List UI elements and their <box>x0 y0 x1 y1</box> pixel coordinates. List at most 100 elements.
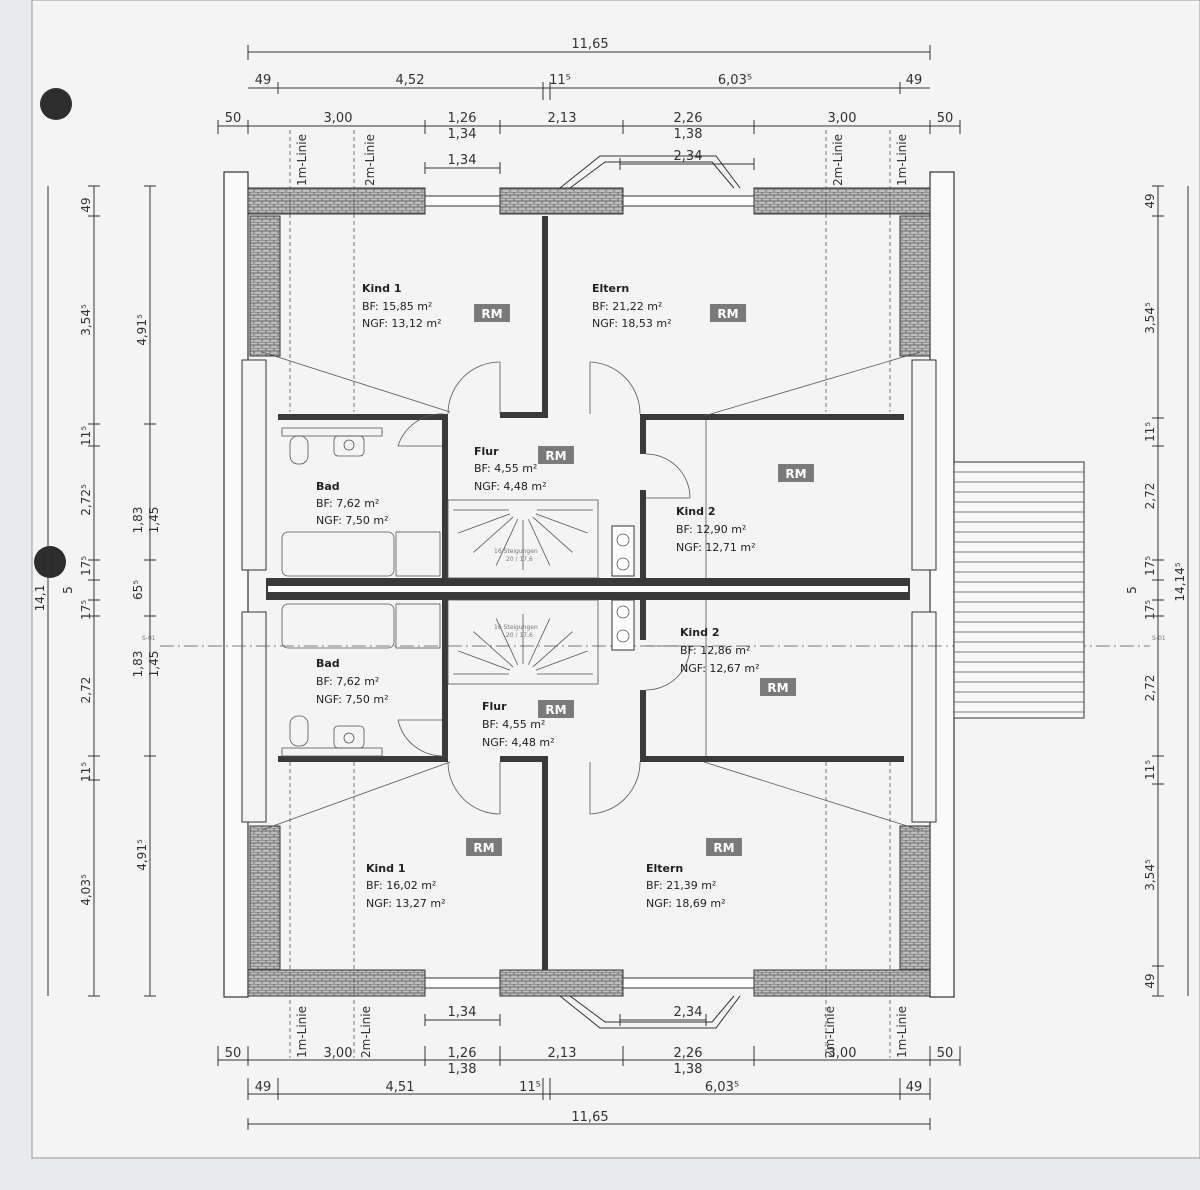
stairs-ratio: 20 / 17,6 <box>506 556 533 563</box>
section-label: S-01 <box>1152 635 1166 642</box>
dim-left-outer: 17⁵ <box>79 556 93 576</box>
room-ngf: NGF: 4,48 m² <box>474 480 547 493</box>
room-bf: BF: 21,22 m² <box>592 300 662 313</box>
room-kind2-top: Kind 2 BF: 12,90 m² NGF: 12,71 m² <box>676 505 756 554</box>
dim-left-inner: 4,91⁵ <box>135 314 149 346</box>
room-name: Kind 1 <box>362 282 401 295</box>
room-flur-bottom: Flur BF: 4,55 m² NGF: 4,48 m² <box>482 700 555 749</box>
dim-right-outer: 11⁵ <box>1143 422 1157 442</box>
room-eltern-bottom: Eltern BF: 21,39 m² NGF: 18,69 m² <box>646 862 726 910</box>
dim-bottom-r2: 2,26 <box>674 1046 703 1061</box>
room-bf: BF: 4,55 m² <box>482 718 545 731</box>
dim-right-outer: 3,54⁵ <box>1143 302 1157 334</box>
line-label-2m: 2m-Linie <box>363 134 377 186</box>
dim-top-r3: 3,00 <box>324 111 353 126</box>
line-label-1m: 1m-Linie <box>295 134 309 186</box>
room-bf: BF: 15,85 m² <box>362 300 432 313</box>
rm-badge: RM <box>545 449 566 463</box>
sink-upper <box>333 435 365 457</box>
dim-left-inner: 65⁵ <box>131 580 145 600</box>
dim-bottom-r2: 1,26 <box>448 1046 477 1061</box>
dim-right-outer: 49 <box>1143 973 1157 988</box>
left-dimension-chains: 49 3,54⁵ 11⁵ 2,72⁵ 17⁵ 5 17⁵ 2,72 11⁵ 4,… <box>33 185 161 997</box>
dim-bottom-r1: 1,34 <box>448 1005 477 1020</box>
room-bf: BF: 16,02 m² <box>366 879 436 892</box>
dim-top-r2: 4,52 <box>396 73 425 88</box>
dim-top-r2: 49 <box>906 73 923 88</box>
dim-top-r3: 1,38 <box>674 127 703 142</box>
room-kind1-top: Kind 1 BF: 15,85 m² NGF: 13,12 m² <box>362 282 442 330</box>
toilet-upper <box>289 435 309 465</box>
room-eltern-top: Eltern BF: 21,22 m² NGF: 18,53 m² <box>592 282 672 330</box>
room-name: Eltern <box>646 862 683 875</box>
dim-top-r4: 1,34 <box>448 153 477 168</box>
dim-bottom-r3: 11⁵ <box>519 1080 541 1095</box>
dim-bottom-r2: 1,38 <box>674 1062 703 1077</box>
room-bad-top: Bad BF: 7,62 m² NGF: 7,50 m² <box>316 480 389 527</box>
dim-left-inner: 1,83 <box>131 651 145 678</box>
dim-left-outer: 17⁵ <box>79 600 93 620</box>
dim-left-outer: 3,54⁵ <box>79 304 93 336</box>
dim-right-outer: 2,72 <box>1143 483 1157 510</box>
section-label: S-01 <box>142 635 156 642</box>
dim-top-r2: 6,03⁵ <box>718 73 752 88</box>
dim-right-outer: 49 <box>1143 193 1157 208</box>
punch-hole-middle <box>34 546 66 578</box>
dim-bottom-r2: 1,38 <box>448 1062 477 1077</box>
room-ngf: NGF: 4,48 m² <box>482 736 555 749</box>
rm-badge: RM <box>717 307 738 321</box>
dim-top-r3: 1,26 <box>448 111 477 126</box>
room-labels: Kind 1 BF: 15,85 m² NGF: 13,12 m² Eltern… <box>316 282 760 910</box>
room-kind1-bottom: Kind 1 BF: 16,02 m² NGF: 13,27 m² <box>366 862 446 910</box>
room-name: Kind 1 <box>366 862 405 875</box>
room-name: Flur <box>482 700 507 713</box>
dim-top-total: 11,65 <box>571 37 608 52</box>
top-dimension-chains: 11,65 49 4,52 11⁵ 6,03⁵ 49 50 3,00 1,26 … <box>217 37 961 174</box>
dim-top-r3: 50 <box>937 111 954 126</box>
dim-top-r3: 1,34 <box>448 127 477 142</box>
roof-slope-lines <box>261 351 921 831</box>
dim-left-inner: 1,45 <box>147 507 161 534</box>
dim-left-inner: 4,91⁵ <box>135 839 149 871</box>
dim-bottom-r3: 6,03⁵ <box>705 1080 739 1095</box>
dim-bottom-r3: 4,51 <box>386 1080 415 1095</box>
right-dimension-chains: 49 3,54⁵ 11⁵ 2,72 17⁵ 5 17⁵ 2,72 11⁵ 3,5… <box>1125 185 1189 997</box>
dim-left-outer: 2,72⁵ <box>79 484 93 516</box>
dim-right-outer: 2,72 <box>1143 675 1157 702</box>
room-name: Eltern <box>592 282 629 295</box>
punch-hole-top <box>40 88 72 120</box>
stairs-ratio: 20 / 17,6 <box>506 632 533 639</box>
dim-right-total: 14,14⁵ <box>1173 562 1187 601</box>
rm-badge: RM <box>785 467 806 481</box>
dim-right-outer: 17⁵ <box>1143 600 1157 620</box>
rm-badge: RM <box>481 307 502 321</box>
shower-lower <box>395 603 441 649</box>
sanitary-fixtures <box>281 427 441 757</box>
dim-bottom-r2: 3,00 <box>324 1046 353 1061</box>
room-bf: BF: 4,55 m² <box>474 462 537 475</box>
shower-upper <box>395 531 441 577</box>
line-label-1m: 1m-Linie <box>895 134 909 186</box>
dim-right-outer: 5 <box>1125 586 1139 594</box>
stairs-label: 16 Steigungen <box>494 624 538 631</box>
room-ngf: NGF: 13,12 m² <box>362 317 442 330</box>
dim-top-r2: 49 <box>255 73 272 88</box>
room-kind2-bottom: Kind 2 BF: 12,86 m² NGF: 12,67 m² <box>680 626 760 675</box>
terrace <box>953 461 1085 719</box>
dim-bottom-r2: 2,13 <box>548 1046 577 1061</box>
dim-left-outer: 11⁵ <box>79 426 93 446</box>
dim-bottom-r2: 50 <box>225 1046 242 1061</box>
doors <box>397 361 691 815</box>
dim-top-r3: 2,13 <box>548 111 577 126</box>
dim-top-r2: 11⁵ <box>549 73 571 88</box>
toilet-lower <box>289 715 309 747</box>
dim-left-outer: 5 <box>61 586 75 594</box>
room-bad-bottom: Bad BF: 7,62 m² NGF: 7,50 m² <box>316 657 389 706</box>
room-bf: BF: 7,62 m² <box>316 497 379 510</box>
dim-bottom-r3: 49 <box>255 1080 272 1095</box>
dim-bottom-r3: 49 <box>906 1080 923 1095</box>
dim-top-r3: 50 <box>225 111 242 126</box>
line-label-1m: 1m-Linie <box>895 1006 909 1058</box>
dim-bottom-total: 11,65 <box>571 1110 608 1125</box>
